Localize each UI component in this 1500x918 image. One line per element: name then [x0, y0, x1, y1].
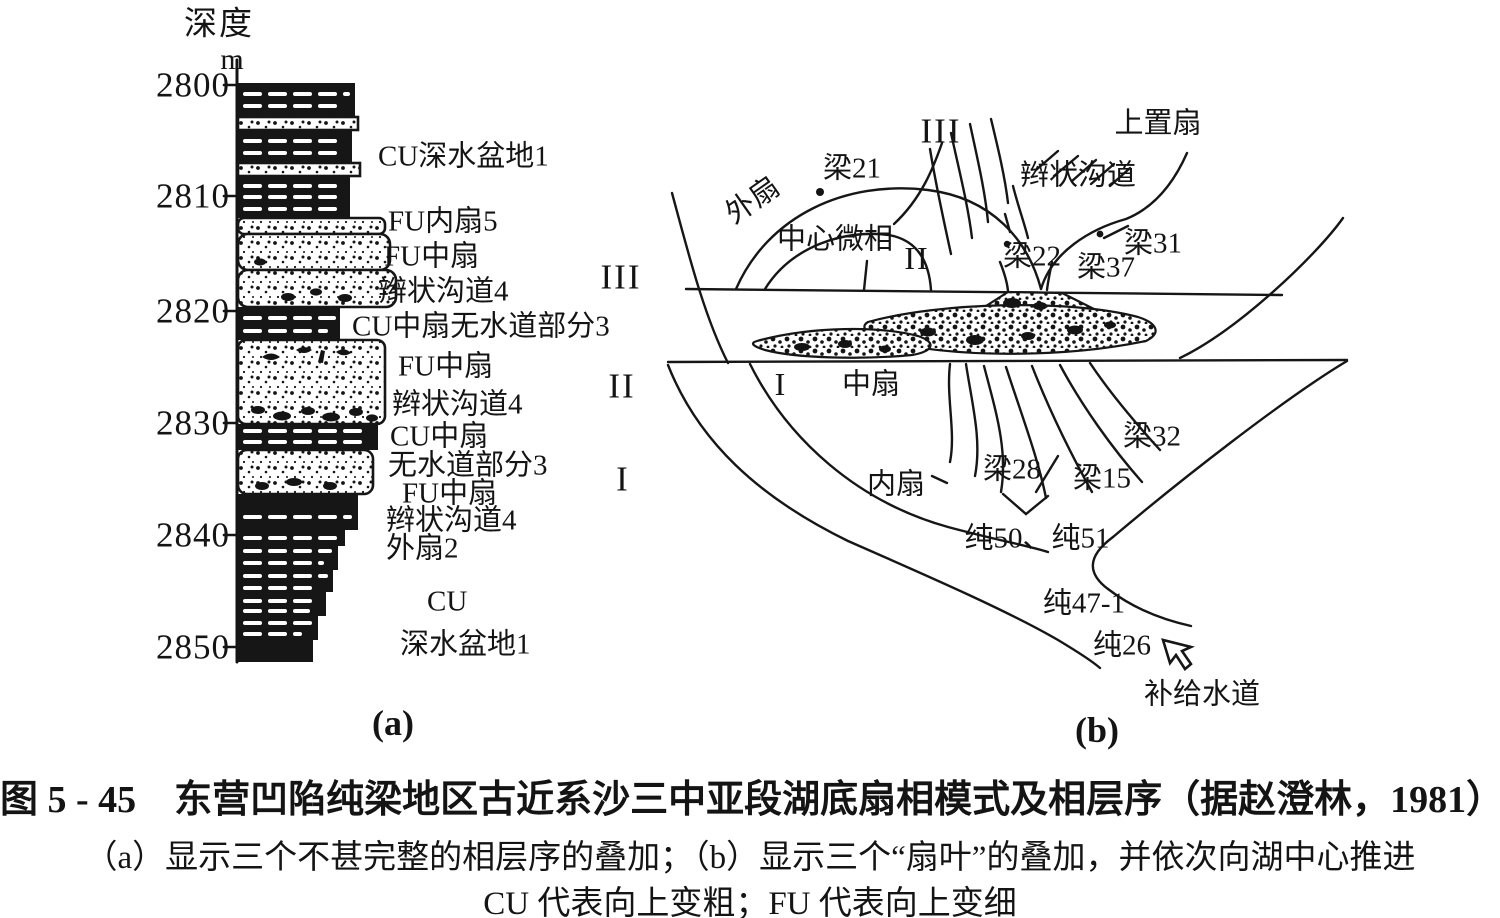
well-label-chun26: 纯26	[1092, 629, 1152, 662]
facies-label-fu-mid: FU中扇	[384, 240, 480, 273]
facies-label-braided4-2: 辫状沟道4	[392, 388, 523, 421]
facies-label-fu-mid-2: FU中扇	[398, 350, 494, 383]
label-center-microfacies: 中心微相	[776, 223, 894, 256]
well-label-liang32: 梁32	[1122, 420, 1182, 453]
facies-label-basin1: 深水盆地1	[400, 628, 531, 661]
facies-label-braided4-3: 辫状沟道4	[386, 504, 517, 537]
depth-tick-2820: 2820	[156, 291, 230, 331]
depth-tick-2800: 2800	[156, 65, 230, 105]
caption-title: 图 5 - 45 东营凹陷纯梁地区古近系沙三中亚段湖底扇相模式及相层序（据赵澄林…	[0, 779, 1500, 821]
lobe-label-iii: III	[920, 111, 962, 151]
label-braided-channel: 辫状沟道	[1019, 159, 1137, 192]
sequence-ii: II	[608, 366, 636, 406]
sequence-iii: III	[600, 257, 642, 297]
well-label-liang28: 梁28	[982, 453, 1042, 486]
facies-label-nochannel3: 无水道部分3	[388, 449, 548, 482]
label-mid-fan: 中扇	[841, 368, 901, 401]
lobe-label-i: I	[774, 366, 788, 402]
caption-line-2: （a）显示三个不甚完整的相层序的叠加；（b）显示三个“扇叶”的叠加，并依次向湖中…	[84, 840, 1416, 876]
strat-column	[222, 58, 398, 664]
well-label-liang15: 梁15	[1072, 462, 1132, 495]
well-label-chun47-1: 纯47-1	[1042, 587, 1126, 620]
label-superposed-fan: 上置扇	[1114, 107, 1202, 140]
depth-tick-2840: 2840	[156, 515, 230, 555]
facies-label-braided4: 辫状沟道4	[378, 275, 509, 308]
panel-a-label: (a)	[372, 703, 414, 743]
label-supply-channel: 补给水道	[1143, 678, 1261, 711]
depth-axis-unit: m	[220, 43, 244, 76]
well-dots	[816, 188, 1104, 248]
lobe-label-ii: II	[904, 240, 930, 276]
panel-b-label: (b)	[1075, 710, 1119, 750]
depth-tick-2810: 2810	[156, 176, 230, 216]
sequence-i: I	[616, 459, 630, 499]
facies-label-cu-nochannel3: CU中扇无水道部分3	[352, 310, 610, 343]
fan-diagram	[666, 117, 1349, 671]
facies-label-cu-basin1: CU深水盆地1	[378, 140, 549, 173]
facies-label-outer2: 外扇2	[386, 532, 459, 565]
facies-label-fu-mid-3: FU中扇	[402, 477, 498, 510]
depth-tick-2830: 2830	[156, 403, 230, 443]
well-label-liang31: 梁31	[1123, 227, 1183, 260]
depth-axis-title: 深度	[184, 6, 254, 43]
depth-tick-2850: 2850	[156, 627, 230, 667]
well-label-chun50-51: 纯50、纯51	[964, 522, 1110, 555]
facies-label-cu: CU	[427, 585, 468, 618]
facies-label-fu-inner5: FU内扇5	[388, 205, 498, 238]
supply-channel-arrow-icon	[1161, 638, 1195, 671]
well-label-liang22: 梁22	[1002, 240, 1062, 273]
well-label-liang21: 梁21	[822, 152, 882, 185]
well-label-liang37: 梁37	[1076, 251, 1136, 284]
label-inner-fan: 内扇	[866, 468, 926, 501]
caption-line-3: CU 代表向上变粗；FU 代表向上变细	[483, 886, 1017, 918]
facies-label-cu-mid: CU中扇	[390, 420, 489, 453]
